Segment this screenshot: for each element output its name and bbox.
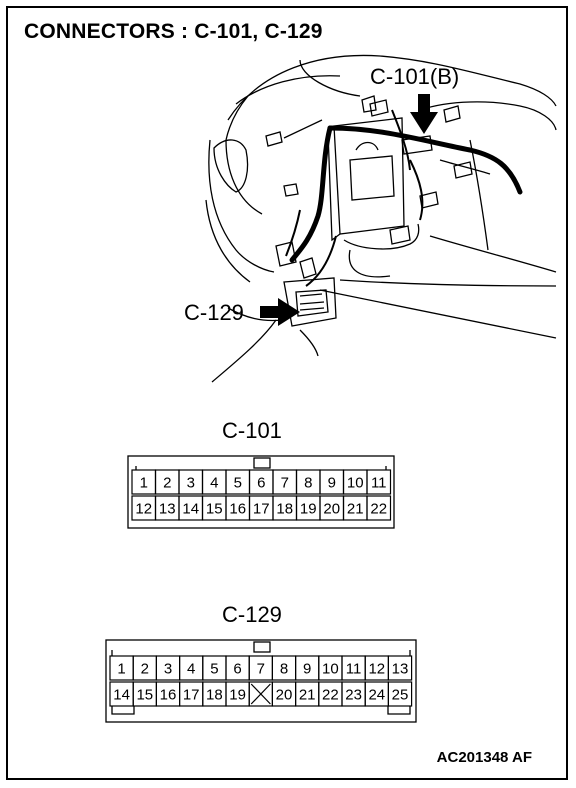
pin-number: 19 xyxy=(229,687,246,704)
c129-top-row-cell xyxy=(387,655,413,681)
pin-number: 6 xyxy=(233,661,241,678)
pin-number: 17 xyxy=(183,687,200,704)
pin-number: 16 xyxy=(229,501,246,518)
pin-number: 22 xyxy=(370,501,387,518)
pin-number: 23 xyxy=(345,687,362,704)
pin-number: 14 xyxy=(182,501,199,518)
pin-number: 8 xyxy=(304,475,312,492)
pin-number: 10 xyxy=(322,661,339,678)
pin-number: 5 xyxy=(210,661,218,678)
c101-top-row-cell xyxy=(366,469,392,495)
connector-c101-label: C-101 xyxy=(222,418,282,443)
pin-number: 14 xyxy=(113,687,130,704)
pin-number: 13 xyxy=(392,661,409,678)
pin-number: 24 xyxy=(368,687,385,704)
c101-bottom-row-cell xyxy=(366,495,392,521)
pin-number: 22 xyxy=(322,687,339,704)
pin-number: 19 xyxy=(300,501,317,518)
pin-number: 12 xyxy=(135,501,152,518)
pin-number: 1 xyxy=(140,475,148,492)
pin-number: 9 xyxy=(328,475,336,492)
pin-number: 11 xyxy=(346,661,362,678)
pin-number: 20 xyxy=(323,501,340,518)
pin-number: 6 xyxy=(257,475,265,492)
pin-number: 18 xyxy=(276,501,293,518)
pin-number: 15 xyxy=(206,501,223,518)
callout-c129-label: C-129 xyxy=(184,300,244,325)
pin-number: 4 xyxy=(210,475,218,492)
pin-number: 18 xyxy=(206,687,223,704)
pin-number: 4 xyxy=(187,661,195,678)
pin-number: 13 xyxy=(159,501,176,518)
pin-number: 3 xyxy=(164,661,172,678)
pin-number: 7 xyxy=(257,661,265,678)
callout-arrow-c101b xyxy=(410,94,438,134)
pin-number: 16 xyxy=(160,687,177,704)
callout-arrow-c129 xyxy=(260,298,300,326)
pin-number: 1 xyxy=(117,661,125,678)
connector-c129-label: C-129 xyxy=(222,602,282,627)
blank-pin-mark xyxy=(250,683,271,705)
pin-number: 17 xyxy=(253,501,270,518)
pin-number: 10 xyxy=(347,475,364,492)
pin-number: 3 xyxy=(187,475,195,492)
pin-number: 9 xyxy=(303,661,311,678)
pin-number: 12 xyxy=(368,661,385,678)
pin-number: 8 xyxy=(280,661,288,678)
pin-number: 2 xyxy=(163,475,171,492)
figure-code: AC201348 AF xyxy=(436,749,532,766)
page-title: CONNECTORS : C-101, C-129 xyxy=(24,20,323,43)
c129-bottom-row-cell xyxy=(387,681,413,707)
pin-number: 25 xyxy=(392,687,409,704)
pin-number: 15 xyxy=(136,687,153,704)
pin-number: 21 xyxy=(299,687,316,704)
callout-c101b-label: C-101(B) xyxy=(370,64,460,89)
pin-number: 11 xyxy=(371,475,387,492)
connector-c129-housing xyxy=(105,639,417,723)
pin-number: 7 xyxy=(281,475,289,492)
diagram-frame xyxy=(6,6,568,780)
pin-number: 2 xyxy=(141,661,149,678)
pin-number: 21 xyxy=(347,501,364,518)
pin-number: 20 xyxy=(276,687,293,704)
connector-c101-housing xyxy=(127,455,395,529)
pin-number: 5 xyxy=(234,475,242,492)
